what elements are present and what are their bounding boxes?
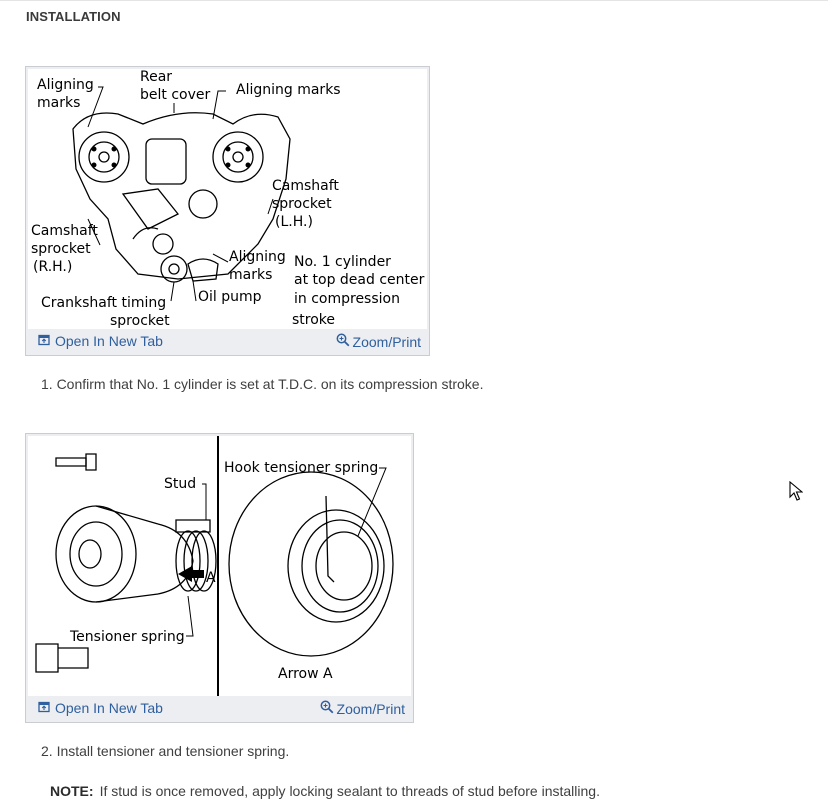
zoom-icon xyxy=(336,333,350,350)
label-cam-rh-2: sprocket xyxy=(31,241,91,257)
figure-1-toolbar: Open In New Tab Zoom/Print xyxy=(28,329,427,353)
figure-2-toolbar: Open In New Tab Zoom/Print xyxy=(28,696,411,720)
label-rear-2: belt cover xyxy=(140,87,210,103)
section-heading: INSTALLATION xyxy=(26,9,121,24)
note-text: If stud is once removed, apply locking s… xyxy=(99,783,600,799)
label-aligning-marks-tl-1: Aligning xyxy=(37,77,94,93)
label-cam-rh-3: (R.H.) xyxy=(33,259,72,275)
figure-1: Aligning marks Rear belt cover Aligning … xyxy=(25,66,430,356)
zoom-print-link[interactable]: Zoom/Print xyxy=(320,700,405,717)
label-aligning-mid-2: marks xyxy=(229,267,272,283)
note: NOTE: If stud is once removed, apply lock… xyxy=(50,783,600,799)
mouse-pointer-icon xyxy=(789,480,804,506)
label-cam-rh-1: Camshaft xyxy=(31,223,98,239)
label-cam-lh-3: (L.H.) xyxy=(275,214,313,230)
zoom-print-label: Zoom/Print xyxy=(336,700,405,717)
step-2-text: 2. Install tensioner and tensioner sprin… xyxy=(41,743,290,759)
label-cam-lh-2: sprocket xyxy=(272,196,332,212)
label-a: A xyxy=(206,570,216,586)
label-aligning-mid-1: Aligning xyxy=(229,249,286,265)
label-aligning-marks-tr: Aligning marks xyxy=(236,82,341,98)
open-in-new-tab-link[interactable]: Open In New Tab xyxy=(38,700,163,716)
label-crank-1: Crankshaft timing xyxy=(41,295,166,311)
label-rear-1: Rear xyxy=(140,69,172,85)
label-no1-4: stroke xyxy=(292,312,335,328)
open-in-new-tab-link[interactable]: Open In New Tab xyxy=(38,333,163,349)
label-crank-2: sprocket xyxy=(110,313,170,329)
top-divider xyxy=(0,0,828,1)
timing-belt-diagram: Aligning marks Rear belt cover Aligning … xyxy=(31,69,425,329)
open-in-new-tab-icon xyxy=(38,700,50,716)
label-hook-tensioner-spring: Hook tensioner spring xyxy=(224,460,378,476)
open-in-new-tab-icon xyxy=(38,333,50,349)
open-in-new-tab-label: Open In New Tab xyxy=(55,700,163,716)
label-oil-pump: Oil pump xyxy=(198,289,262,305)
label-cam-lh-1: Camshaft xyxy=(272,178,339,194)
label-no1-1: No. 1 cylinder xyxy=(294,254,391,270)
label-no1-3: in compression xyxy=(294,291,400,307)
open-in-new-tab-label: Open In New Tab xyxy=(55,333,163,349)
figure-1-image[interactable]: Aligning marks Rear belt cover Aligning … xyxy=(28,69,427,329)
label-aligning-marks-tl-2: marks xyxy=(37,95,80,111)
step-1-text: 1. Confirm that No. 1 cylinder is set at… xyxy=(41,376,484,392)
figure-2: Stud Hook tensioner spring A Tensioner s… xyxy=(25,433,414,723)
note-label: NOTE: xyxy=(50,783,94,799)
zoom-print-link[interactable]: Zoom/Print xyxy=(336,333,421,350)
figure-2-image[interactable]: Stud Hook tensioner spring A Tensioner s… xyxy=(28,436,411,696)
label-no1-2: at top dead center xyxy=(294,272,425,288)
label-stud: Stud xyxy=(164,476,196,492)
label-tensioner-spring: Tensioner spring xyxy=(69,629,185,645)
zoom-icon xyxy=(320,700,334,717)
zoom-print-label: Zoom/Print xyxy=(352,333,421,350)
label-arrow-a: Arrow A xyxy=(278,666,333,682)
tensioner-diagram: Stud Hook tensioner spring A Tensioner s… xyxy=(35,436,394,696)
